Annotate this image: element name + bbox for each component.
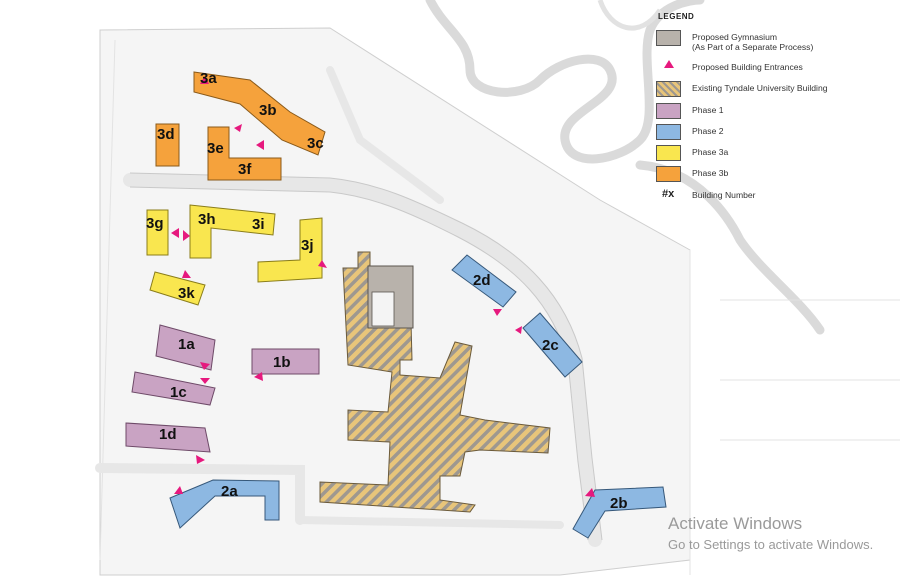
legend-item-phase-3b: Phase 3b bbox=[656, 165, 918, 186]
label-1a: 1a bbox=[178, 336, 195, 353]
building-2c bbox=[522, 312, 583, 378]
building-3k bbox=[149, 271, 206, 306]
phase-3a-buildings bbox=[146, 204, 323, 306]
label-3h: 3h bbox=[198, 211, 216, 228]
building-3j bbox=[257, 217, 323, 283]
legend-item-entrances: Proposed Building Entrances bbox=[656, 59, 918, 80]
building-number-symbol: #x bbox=[662, 187, 675, 200]
phase-3b-buildings bbox=[155, 71, 326, 181]
activation-watermark: Activate Windows Go to Settings to activ… bbox=[668, 514, 873, 552]
building-1a bbox=[155, 324, 216, 371]
map-legend: LEGEND Proposed Gymnasium (As Part of a … bbox=[656, 10, 918, 208]
phase-1-buildings bbox=[125, 324, 320, 453]
building-1b bbox=[251, 348, 320, 375]
entrance-icon bbox=[256, 140, 264, 150]
legend-item-phase-3a: Phase 3a bbox=[656, 144, 918, 165]
hatch-swatch bbox=[656, 81, 681, 98]
entrance-icon bbox=[182, 270, 191, 278]
watermark-subtitle: Go to Settings to activate Windows. bbox=[668, 537, 874, 552]
entrance-icon bbox=[200, 76, 209, 84]
legend-label: Phase 3b bbox=[692, 168, 729, 179]
legend-title: LEGEND bbox=[658, 12, 695, 21]
legend-item-gymnasium: Proposed Gymnasium (As Part of a Separat… bbox=[656, 29, 918, 59]
entrance-icon bbox=[183, 230, 190, 241]
label-3j: 3j bbox=[301, 237, 314, 254]
building-3a bbox=[193, 71, 326, 156]
gym-inner bbox=[371, 291, 395, 327]
entrance-icon bbox=[585, 488, 595, 497]
legend-label: Proposed Gymnasium bbox=[692, 32, 778, 42]
building-2a bbox=[169, 479, 280, 529]
entrance-triangle-icon bbox=[664, 60, 674, 68]
legend-label: Proposed Building Entrances bbox=[692, 62, 803, 72]
legend-item-phase-1: Phase 1 bbox=[656, 102, 918, 123]
legend-sublabel: (As Part of a Separate Process) bbox=[692, 42, 814, 52]
label-3c: 3c bbox=[307, 135, 324, 152]
label-2a: 2a bbox=[221, 483, 238, 500]
entrance-icon bbox=[200, 362, 210, 370]
entrance-icon bbox=[174, 486, 183, 494]
label-3d: 3d bbox=[157, 126, 175, 143]
building-1d bbox=[125, 422, 211, 453]
entrance-icon bbox=[515, 326, 522, 334]
label-3g: 3g bbox=[146, 215, 164, 232]
entrance-icon bbox=[200, 378, 210, 384]
building-2d bbox=[451, 254, 517, 308]
entrance-icon bbox=[493, 309, 502, 316]
label-2b: 2b bbox=[610, 495, 628, 512]
gymnasium-swatch bbox=[656, 30, 681, 46]
legend-item-existing: Existing Tyndale University Building bbox=[656, 80, 918, 101]
label-3f: 3f bbox=[238, 161, 252, 178]
road-edges bbox=[129, 172, 603, 541]
label-3i: 3i bbox=[252, 216, 265, 233]
legend-label: Phase 1 bbox=[692, 104, 724, 115]
label-3e: 3e bbox=[207, 140, 224, 157]
phase-3a-swatch bbox=[656, 145, 681, 162]
entrance-markers bbox=[171, 76, 595, 497]
building-2b bbox=[572, 486, 667, 539]
building-3h-3i bbox=[189, 204, 276, 259]
river bbox=[425, 0, 825, 335]
watermark-title: Activate Windows bbox=[668, 514, 803, 533]
legend-label: Building Number bbox=[692, 189, 756, 200]
entrance-icon bbox=[318, 260, 327, 268]
label-1d: 1d bbox=[159, 426, 177, 443]
building-labels: 3a 3b 3c 3d 3e 3f 3g 3h 3i 3j 3k 1a 1b 1… bbox=[146, 70, 628, 512]
legend-label: Existing Tyndale University Building bbox=[692, 83, 828, 94]
building-1c bbox=[131, 371, 216, 406]
label-3a: 3a bbox=[200, 70, 217, 87]
river-bank bbox=[597, 0, 663, 31]
label-3b: 3b bbox=[259, 102, 277, 119]
legend-label: Phase 2 bbox=[692, 125, 724, 136]
phase-2-swatch bbox=[656, 123, 681, 140]
phase-1-swatch bbox=[656, 102, 681, 119]
entrance-icon bbox=[196, 455, 205, 464]
entrance-icon bbox=[254, 372, 263, 381]
legend-label: Phase 3a bbox=[692, 147, 729, 158]
site-grid-lines bbox=[99, 39, 900, 575]
entrance-icon bbox=[171, 228, 179, 238]
phase-3b-swatch bbox=[656, 166, 681, 183]
label-2d: 2d bbox=[473, 272, 491, 289]
roads bbox=[95, 66, 602, 547]
building-3e-3f bbox=[207, 126, 282, 181]
building-3d bbox=[155, 123, 180, 167]
label-2c: 2c bbox=[542, 337, 559, 354]
label-1b: 1b bbox=[273, 354, 291, 371]
legend-item-building-number: #x Building Number bbox=[656, 187, 918, 208]
label-3k: 3k bbox=[178, 285, 195, 302]
building-3g bbox=[146, 209, 169, 256]
label-1c: 1c bbox=[170, 384, 187, 401]
entrance-icon bbox=[234, 124, 242, 132]
legend-item-phase-2: Phase 2 bbox=[656, 123, 918, 144]
phase-2-buildings bbox=[169, 254, 667, 539]
